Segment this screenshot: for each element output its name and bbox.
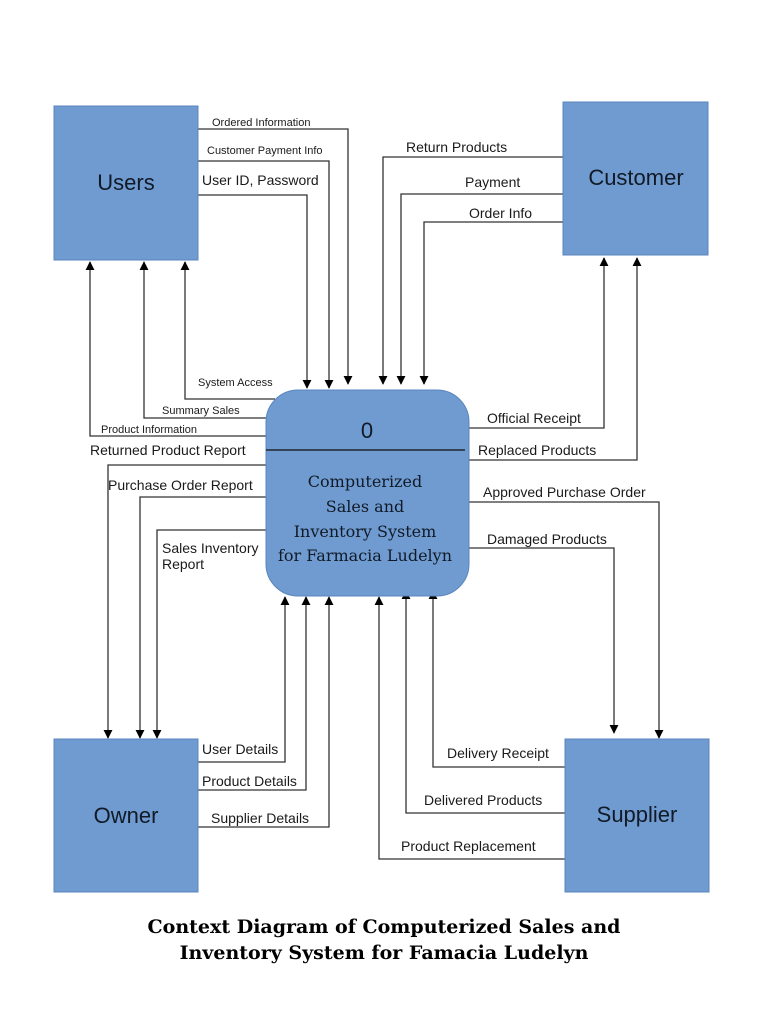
flow-customer-payment-info: [198, 160, 334, 389]
process-box: [265, 389, 470, 597]
label-damaged-products: Damaged Products: [487, 531, 607, 547]
label-user-id-password: User ID, Password: [202, 172, 319, 188]
label-summary-sales: Summary Sales: [162, 405, 240, 417]
flow-purchase-order-report: [135, 496, 266, 739]
label-ordered-information: Ordered Information: [212, 117, 310, 129]
label-approved-purchase-order: Approved Purchase Order: [483, 484, 646, 500]
process-name-line-4: for Farmacia Ludelyn: [278, 546, 452, 565]
entity-owner[interactable]: Owner: [53, 738, 199, 893]
flow-official-receipt: [469, 257, 609, 429]
label-sales-inventory-report-line-1: Sales Inventory: [162, 540, 259, 556]
label-product-details: Product Details: [202, 773, 297, 789]
label-supplier-details: Supplier Details: [211, 810, 309, 826]
flow-user-details: [198, 596, 290, 763]
label-payment: Payment: [465, 174, 520, 190]
flow-supplier-details: [198, 596, 334, 828]
label-replaced-products: Replaced Products: [478, 442, 596, 458]
label-official-receipt: Official Receipt: [487, 410, 581, 426]
flow-product-details: [198, 596, 311, 791]
label-delivered-products: Delivered Products: [424, 792, 542, 808]
flow-payment: [396, 193, 563, 385]
flow-product-information: [85, 261, 266, 437]
label-order-info: Order Info: [469, 205, 532, 221]
flow-return-products: [378, 156, 563, 385]
entity-customer[interactable]: Customer: [562, 101, 709, 256]
caption-line-1: Context Diagram of Computerized Sales an…: [147, 916, 621, 938]
process-number: 0: [361, 418, 373, 443]
label-delivery-receipt: Delivery Receipt: [447, 745, 549, 761]
process-name-line-2: Sales and: [326, 497, 404, 516]
entity-owner-box: [53, 738, 199, 893]
entity-supplier[interactable]: Supplier: [564, 738, 710, 893]
label-returned-product-report: Returned Product Report: [90, 442, 246, 458]
entity-supplier-box: [564, 738, 710, 893]
label-system-access: System Access: [198, 377, 273, 389]
flow-user-id-password: [198, 194, 312, 389]
entity-users-label: Users: [97, 170, 154, 195]
flow-sales-inventory-report: [152, 529, 266, 739]
entity-users[interactable]: Users: [53, 105, 199, 261]
label-purchase-order-report: Purchase Order Report: [108, 477, 253, 493]
label-return-products: Return Products: [406, 139, 507, 155]
label-user-details: User Details: [202, 741, 278, 757]
flow-ordered-information: [198, 128, 353, 385]
flow-order-info: [419, 221, 563, 385]
flow-delivery-receipt: [428, 590, 565, 768]
diagram-caption: Context Diagram of Computerized Sales an…: [0, 914, 768, 966]
flow-system-access: [180, 261, 275, 400]
flow-approved-purchase-order: [469, 501, 664, 739]
flow-summary-sales: [139, 261, 268, 419]
entity-customer-box: [562, 101, 709, 256]
process-0[interactable]: 0 Computerized Sales and Inventory Syste…: [265, 389, 470, 597]
process-name-line-1: Computerized: [308, 472, 422, 491]
flow-replaced-products: [469, 257, 642, 461]
flow-damaged-products: [469, 547, 619, 734]
label-product-information: Product Information: [101, 424, 197, 436]
entity-supplier-label: Supplier: [597, 802, 678, 827]
label-product-replacement: Product Replacement: [401, 838, 536, 854]
flow-product-replacement: [374, 596, 568, 860]
caption-line-2: Inventory System for Famacia Ludelyn: [179, 942, 589, 964]
process-name-line-3: Inventory System: [294, 522, 437, 541]
flow-returned-product-report: [103, 464, 266, 739]
entity-owner-label: Owner: [94, 803, 159, 828]
flow-delivered-products: [401, 590, 565, 814]
entity-customer-label: Customer: [588, 165, 683, 190]
label-customer-payment-info: Customer Payment Info: [207, 145, 323, 157]
entity-users-box: [53, 105, 199, 261]
label-sales-inventory-report-line-2: Report: [162, 556, 204, 572]
